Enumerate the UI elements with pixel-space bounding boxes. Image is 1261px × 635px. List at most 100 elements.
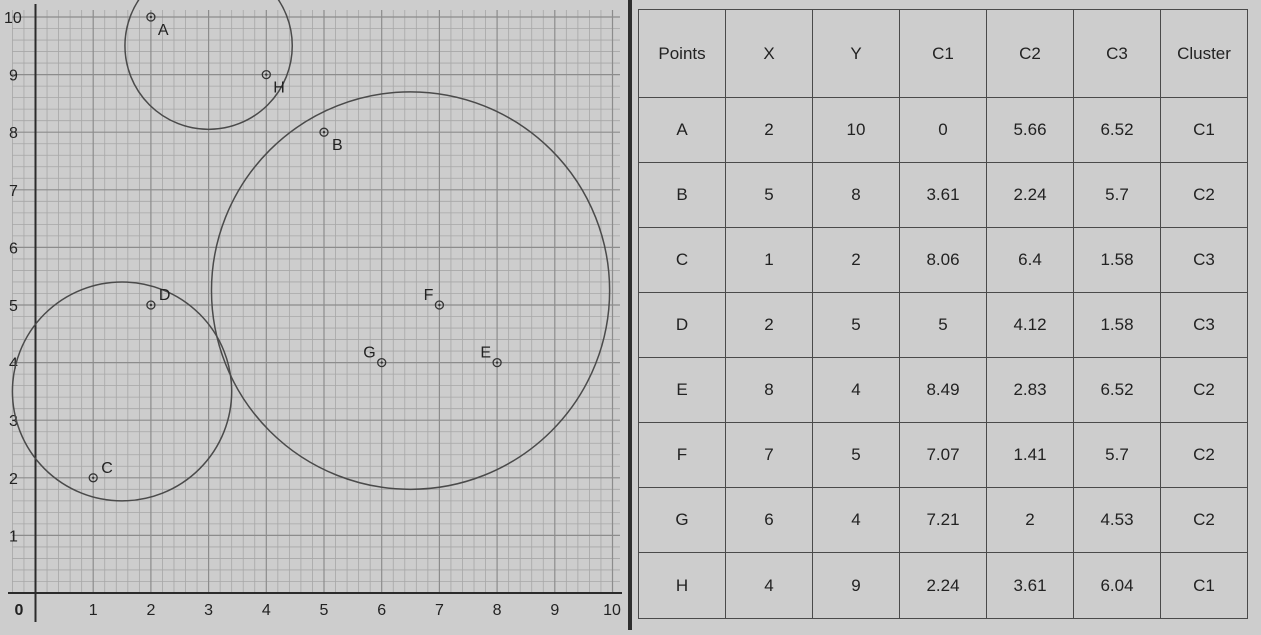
- header-y: Y: [812, 9, 900, 98]
- cell-x: 5: [725, 162, 813, 228]
- cell-c2: 3.61: [986, 552, 1074, 619]
- x-tick-label: 3: [204, 602, 213, 619]
- x-tick-label: 4: [262, 602, 271, 619]
- data-point-center: [149, 303, 153, 307]
- data-point-label: A: [158, 22, 169, 39]
- cell-c1: 7.21: [899, 487, 987, 553]
- cell-cluster: C2: [1160, 422, 1248, 488]
- cell-y: 2: [812, 227, 900, 293]
- data-point-label: E: [480, 345, 491, 362]
- x-tick-label: 9: [550, 602, 559, 619]
- cell-c1: 5: [899, 292, 987, 358]
- cell-cluster: C1: [1160, 97, 1248, 163]
- data-point-center: [495, 361, 499, 364]
- x-tick-label: 0: [15, 602, 24, 619]
- data-point-center: [265, 73, 268, 76]
- cell-c2: 5.66: [986, 97, 1074, 163]
- cell-cluster: C1: [1160, 552, 1248, 619]
- header-c1: C1: [899, 9, 987, 98]
- cell-c1: 3.61: [899, 162, 987, 228]
- y-tick-label: 5: [9, 298, 18, 315]
- cell-point: D: [638, 292, 726, 358]
- x-tick-label: 1: [89, 602, 98, 619]
- data-point-center: [149, 15, 153, 19]
- cell-y: 5: [812, 422, 900, 488]
- axes: [8, 4, 622, 622]
- y-tick-label: 4: [9, 356, 18, 373]
- cell-c3: 5.7: [1073, 422, 1161, 488]
- data-point-center: [380, 361, 383, 364]
- cell-x: 8: [725, 357, 813, 423]
- cell-point: G: [638, 487, 726, 553]
- cell-cluster: C3: [1160, 227, 1248, 293]
- data-point-label: B: [332, 137, 343, 154]
- grid-minor-lines: [12, 10, 620, 593]
- cell-c2: 4.12: [986, 292, 1074, 358]
- cell-cluster: C2: [1160, 487, 1248, 553]
- x-tick-label: 10: [603, 602, 621, 619]
- cell-y: 10: [812, 97, 900, 163]
- data-point-marker: [434, 300, 445, 310]
- cell-cluster: C2: [1160, 162, 1248, 228]
- y-tick-label: 7: [9, 183, 18, 200]
- cluster-circles: [11, 0, 611, 502]
- cell-x: 6: [725, 487, 813, 553]
- cell-y: 4: [812, 357, 900, 423]
- header-x: X: [725, 9, 813, 98]
- x-tick-label: 8: [493, 602, 502, 619]
- y-tick-label: 1: [9, 528, 18, 545]
- cell-y: 8: [812, 162, 900, 228]
- y-tick-label: 8: [9, 125, 18, 142]
- cell-c3: 5.7: [1073, 162, 1161, 228]
- panel-divider: [628, 0, 632, 630]
- data-point-marker: [319, 127, 329, 137]
- header-c2: C2: [986, 9, 1074, 98]
- cluster-circle: [124, 0, 293, 131]
- y-tick-label: 2: [9, 471, 18, 488]
- data-point-center: [438, 303, 441, 307]
- cell-point: F: [638, 422, 726, 488]
- x-tick-label: 7: [435, 602, 444, 619]
- x-tick-label: 6: [377, 602, 386, 619]
- data-point-center: [92, 476, 95, 479]
- data-point-marker: [261, 69, 271, 80]
- y-tick-label: 10: [4, 10, 22, 27]
- y-tick-label: 9: [9, 68, 18, 85]
- data-point-label: F: [424, 287, 434, 304]
- cell-c2: 6.4: [986, 227, 1074, 293]
- cell-c3: 1.58: [1073, 227, 1161, 293]
- cluster-circle: [210, 91, 611, 491]
- cell-c1: 8.06: [899, 227, 987, 293]
- y-tick-label: 6: [9, 240, 18, 257]
- data-point-label: D: [159, 287, 171, 304]
- cell-point: E: [638, 357, 726, 423]
- cell-c3: 4.53: [1073, 487, 1161, 553]
- header-cluster: Cluster: [1160, 9, 1248, 98]
- data-point-label: C: [101, 460, 113, 477]
- cell-point: B: [638, 162, 726, 228]
- cell-c2: 2: [986, 487, 1074, 553]
- cell-x: 2: [725, 292, 813, 358]
- data-point-label: G: [363, 345, 375, 362]
- table-header-row: Points X Y C1 C2 C3 Cluster: [638, 9, 1248, 98]
- cell-x: 4: [725, 552, 813, 619]
- cell-x: 2: [725, 97, 813, 163]
- data-point-marker: [146, 12, 156, 22]
- cell-point: H: [638, 552, 726, 619]
- y-tick-label: 3: [9, 413, 18, 430]
- cell-x: 7: [725, 422, 813, 488]
- cell-x: 1: [725, 227, 813, 293]
- cluster-circle: [11, 281, 233, 502]
- data-point-marker: [492, 357, 502, 368]
